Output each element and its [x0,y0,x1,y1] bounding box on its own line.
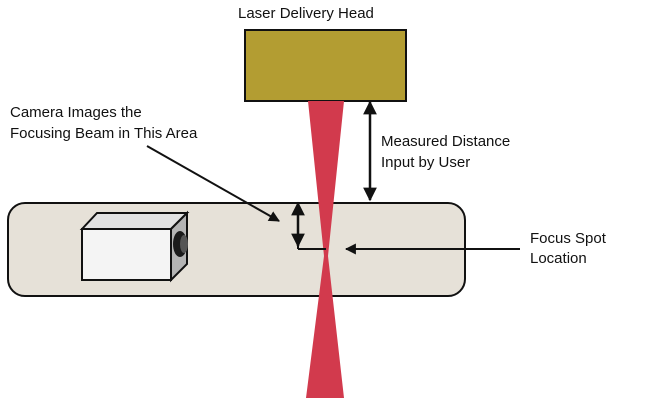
measured-distance-label-line1: Measured Distance [381,133,511,150]
measured-distance-label-line2: Input by User [381,154,471,171]
camera-area-label-line1: Camera Images the [10,104,142,121]
camera-icon [79,210,190,283]
laser-delivery-head [244,29,407,102]
camera-area-label-line2: Focusing Beam in This Area [10,125,198,142]
camera-area-leader-arrow [146,145,280,222]
focus-spot-label-line1: Focus Spot [530,230,606,247]
focus-spot-label-line2: Location [530,250,587,267]
laser-delivery-head-label: Laser Delivery Head [238,5,374,22]
